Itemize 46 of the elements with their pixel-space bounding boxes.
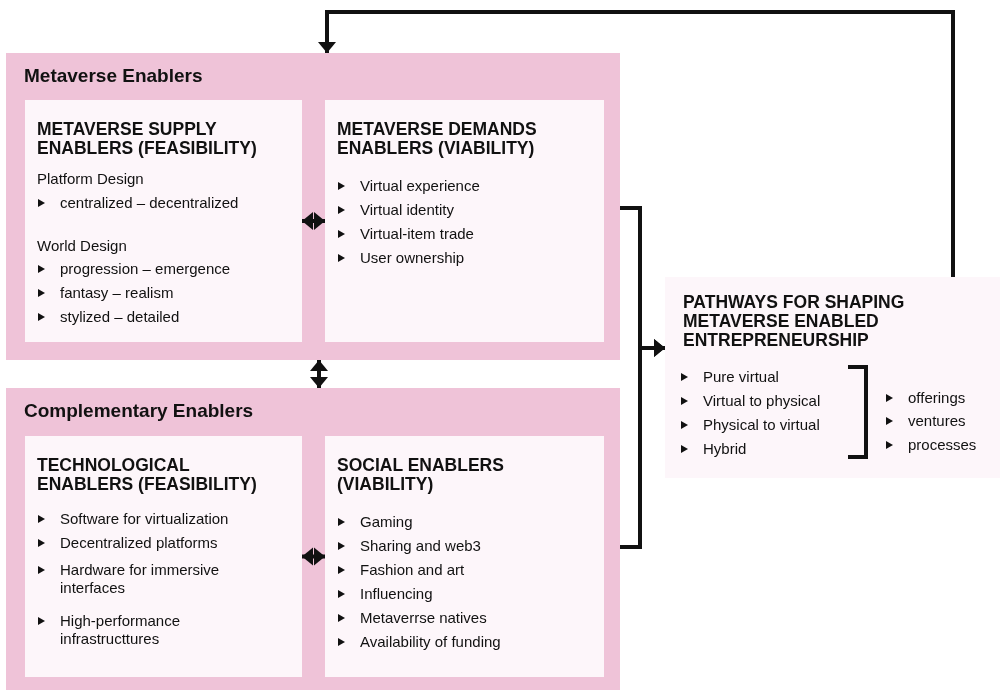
box-heading: SOCIAL ENABLERS (VIABILITY) [337,456,505,494]
list-item: Virtual identity [360,201,455,219]
enabler-box [325,100,604,342]
arrow [318,10,955,277]
box-heading: TECHNOLOGICAL ENABLERS (FEASIBILITY) [37,456,258,494]
list-item: Sharing and web3 [360,537,482,555]
list-item: progression – emergence [60,260,232,278]
arrow [302,212,325,230]
group-panel [6,388,620,690]
list-item: User ownership [360,249,466,267]
enabler-box [25,436,302,677]
enabler-box [25,100,302,342]
group-title: Complementary Enablers [24,400,254,422]
list-item: Software for virtualization [60,510,230,528]
group-title: Metaverse Enablers [24,65,203,87]
list-item: Fashion and art [360,561,466,579]
group-panel [6,53,620,360]
list-item: stylized – detailed [60,308,181,326]
list-item: Hardware for immersive interfaces [60,561,221,597]
list-item: Physical to virtual [703,416,821,434]
list-item: Influencing [360,585,434,603]
list-item: processes [908,436,978,454]
arrow [310,360,328,388]
list-item: Virtual experience [360,177,481,195]
section-label: World Design [37,237,128,255]
list-item: Availability of funding [360,633,502,651]
list-item: Pure virtual [703,368,780,386]
box-heading: PATHWAYS FOR SHAPING METAVERSE ENABLED ENTREPRENEURSHIP [683,293,906,350]
list-item: centralized – decentralized [60,194,240,212]
list-item: Virtual-item trade [360,225,475,243]
arrow [302,547,325,566]
list-item: offerings [908,389,967,407]
pathway-box [665,277,1000,478]
box-heading: METAVERSE DEMANDS ENABLERS (VIABILITY) [337,120,538,158]
list-item: Hybrid [703,440,748,458]
list-item: ventures [908,412,967,430]
box-heading: METAVERSE SUPPLY ENABLERS (FEASIBILITY) [37,120,258,158]
section-label: Platform Design [37,170,145,188]
list-item: fantasy – realism [60,284,175,302]
list-item: Virtual to physical [703,392,822,410]
list-item: Decentralized platforms [60,534,219,552]
list-item: High-performance infrastructtures [60,612,182,648]
list-item: Metaverrse natives [360,609,488,627]
enabler-box [325,436,604,677]
list-item: Gaming [360,513,414,531]
arrow [620,339,665,549]
